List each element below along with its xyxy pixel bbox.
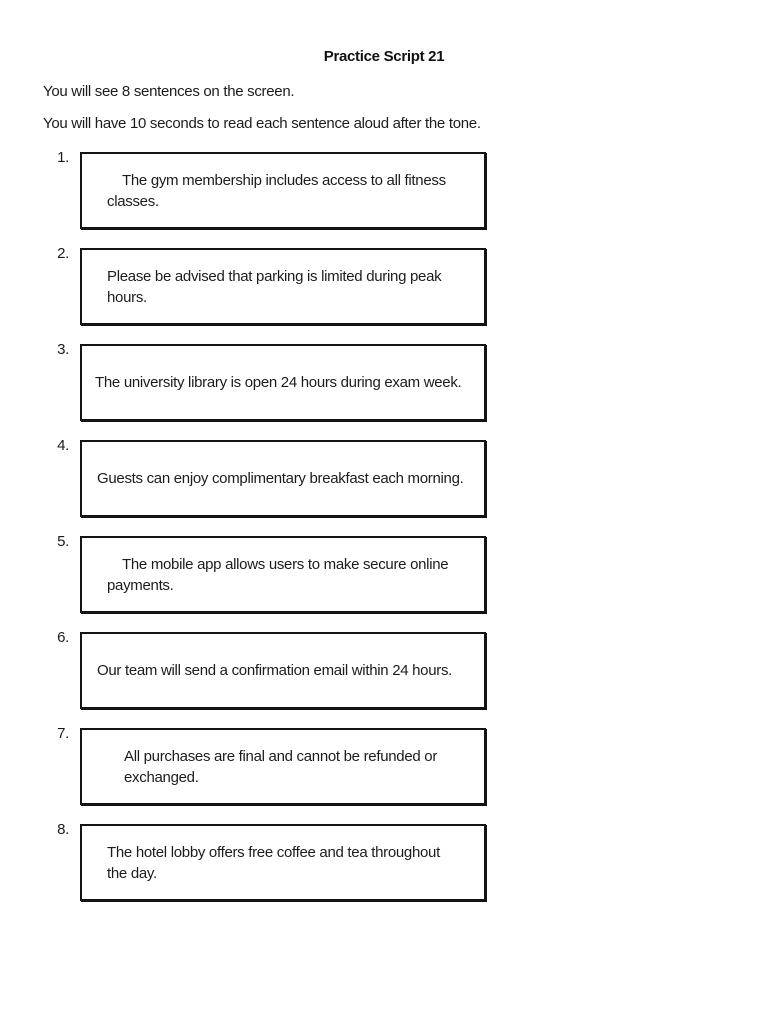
sentence-line: Please be advised that parking is limite… xyxy=(107,267,442,285)
sentence-line: the day. xyxy=(107,864,157,882)
sentence-box: The mobile app allows users to make secu… xyxy=(80,536,486,613)
sentence-box: All purchases are final and cannot be re… xyxy=(80,728,486,805)
sentence-box: The hotel lobby offers free coffee and t… xyxy=(80,824,486,901)
instruction-text: You will see 8 sentences on the screen. xyxy=(43,83,295,100)
sentence-line: The hotel lobby offers free coffee and t… xyxy=(107,843,440,861)
sentence-number: 8. xyxy=(57,821,69,838)
sentence-line: The mobile app allows users to make secu… xyxy=(122,555,449,573)
sentence-box: Please be advised that parking is limite… xyxy=(80,248,486,325)
sentence-row: 5. The mobile app allows users to make s… xyxy=(0,533,768,613)
sentence-line: The university library is open 24 hours … xyxy=(95,374,462,391)
sentence-line: exchanged. xyxy=(124,768,199,786)
sentence-number: 2. xyxy=(57,245,69,262)
sentence-line: payments. xyxy=(107,576,174,594)
sentence-number: 1. xyxy=(57,149,69,166)
sentence-box: Guests can enjoy complimentary breakfast… xyxy=(80,440,486,517)
sentence-list: 1. The gym membership includes access to… xyxy=(0,149,768,901)
sentence-number: 4. xyxy=(57,437,69,454)
sentence-number: 7. xyxy=(57,725,69,742)
sentence-line: Our team will send a confirmation email … xyxy=(97,662,453,679)
sentence-row: 3. The university library is open 24 hou… xyxy=(0,341,768,421)
sentence-row: 2. Please be advised that parking is lim… xyxy=(0,245,768,325)
sentence-number: 5. xyxy=(57,533,69,550)
sentence-box: The university library is open 24 hours … xyxy=(80,344,486,421)
page-title: Practice Script 21 xyxy=(323,48,445,65)
sentence-row: 4. Guests can enjoy complimentary breakf… xyxy=(0,437,768,517)
sentence-line: hours. xyxy=(107,288,147,306)
sentence-row: 6. Our team will send a confirmation ema… xyxy=(0,629,768,709)
sentence-line: All purchases are final and cannot be re… xyxy=(124,747,438,765)
sentence-line: The gym membership includes access to al… xyxy=(122,171,446,189)
instruction-text: You will have 10 seconds to read each se… xyxy=(43,115,481,132)
sentence-row: 7. All purchases are final and cannot be… xyxy=(0,725,768,805)
sentence-row: 8. The hotel lobby offers free coffee an… xyxy=(0,821,768,901)
sentence-row: 1. The gym membership includes access to… xyxy=(0,149,768,229)
sentence-line: classes. xyxy=(107,192,159,210)
sentence-number: 3. xyxy=(57,341,69,358)
sentence-box: The gym membership includes access to al… xyxy=(80,152,486,229)
sentence-number: 6. xyxy=(57,629,69,646)
sentence-box: Our team will send a confirmation email … xyxy=(80,632,486,709)
sentence-line: Guests can enjoy complimentary breakfast… xyxy=(97,470,464,487)
